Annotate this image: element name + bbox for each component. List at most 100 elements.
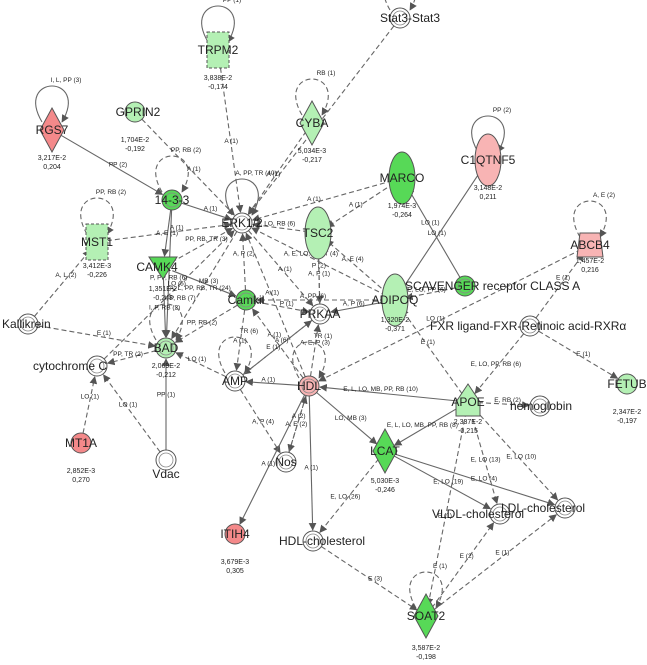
node-label-fetub: FETUB	[607, 377, 646, 391]
edge-label: A (1)	[267, 332, 281, 339]
edge-fxr-abcb4	[535, 253, 584, 319]
edge-label: A, P (2)	[233, 251, 255, 258]
node-foldchange: -0,212	[156, 372, 176, 379]
edge-adipoq-prkaa	[330, 301, 386, 315]
edge-kall-mst1	[34, 249, 91, 317]
edge-label: LO, MB (3)	[335, 415, 367, 422]
node-hdl-cholesterol[interactable]: HDL-cholesterol	[279, 530, 365, 552]
node-pvalue: 5,030E-3	[371, 478, 400, 485]
node-inner-ring	[301, 378, 317, 394]
edge-label: E (1)	[433, 563, 447, 570]
edge-label: MB (3)	[199, 278, 219, 285]
node-camkii[interactable]: Camkii	[228, 289, 265, 311]
node-hdl[interactable]: HDL	[297, 375, 321, 397]
edge-hdl-prkaa	[309, 324, 322, 377]
node-erk1-2[interactable]: ERK1/2	[221, 212, 263, 234]
node-stat3-stat3[interactable]: Stat3-Stat3	[380, 7, 440, 29]
edge-camk4-bad	[161, 276, 170, 338]
edge-label: A (1)	[349, 201, 363, 208]
node-ldl-cholesterol[interactable]: LDL-cholesterol	[501, 497, 585, 519]
node-tsc2[interactable]: TSC2	[303, 206, 334, 260]
edge-label: PP, RB (2)	[96, 189, 126, 196]
edge-c1qtnf5-self	[471, 115, 505, 153]
node-pvalue: 3,148E-2	[474, 185, 503, 192]
edge-label: A, P (6)	[343, 301, 365, 308]
edge-apoe-adipoq	[400, 308, 463, 395]
edge-label: A (1)	[261, 460, 275, 467]
edge-label: TR (6)	[240, 328, 258, 335]
node-14-3-3[interactable]: 14-3-3	[155, 189, 190, 211]
node-foldchange: -0,248	[153, 295, 173, 302]
node-inner-ring	[522, 318, 538, 334]
node-shape-c1qtnf5	[474, 133, 502, 187]
edge-1433-self	[155, 155, 189, 193]
node-prkaa[interactable]: PRKAA	[300, 303, 341, 325]
node-kallikrein[interactable]: Kallikrein	[2, 313, 51, 335]
edge-camkii-bad	[174, 304, 238, 343]
node-vldl-cholesterol[interactable]: VLDL-cholesterol	[432, 503, 524, 525]
node-label-gprin2: GPRIN2	[116, 105, 161, 119]
node-shape-trpm2	[206, 31, 230, 69]
edge-label: PP, RB (2)	[187, 319, 217, 326]
edge-hdl-amp	[245, 378, 300, 387]
node-shape-camk4	[148, 256, 178, 280]
node-scavenger-receptor-class-a[interactable]: SCAVENGER receptor CLASS A	[405, 275, 580, 297]
node-nos[interactable]: Nos	[275, 451, 297, 473]
edge-bad-cytc	[106, 349, 157, 366]
node-inner-ring	[278, 454, 294, 470]
node-amp[interactable]: AMP	[222, 370, 248, 392]
node-pvalue: 3,412E-3	[83, 263, 112, 270]
edge-amp-nos	[239, 389, 281, 454]
node-inner-ring	[227, 373, 243, 389]
node-hemoglobin[interactable]: hemoglobin	[510, 395, 572, 417]
node-fxr-ligand-fxr-retinoic-acid-rxr[interactable]: FXR ligand-FXR-Retinoic acid-RXRα	[430, 315, 626, 337]
node-inner-ring	[557, 500, 573, 516]
node-foldchange: 0,270	[72, 477, 90, 484]
node-label-itih4: ITIH4	[220, 527, 250, 541]
node-inner-ring	[158, 340, 174, 356]
node-inner-ring	[158, 452, 174, 468]
edge-erk12-self	[225, 178, 259, 216]
edge-marco-erk12	[251, 180, 393, 222]
edge-label: A, L (2)	[55, 272, 76, 279]
edge-label: E (1)	[495, 550, 509, 557]
node-label-tsc2: TSC2	[303, 226, 334, 240]
node-shape-fetub	[616, 373, 638, 395]
node-cytochrome-c[interactable]: cytochrome C	[33, 355, 108, 377]
node-label-adipoq: ADIPOQ	[372, 293, 419, 307]
node-foldchange: -0,215	[458, 428, 478, 435]
edge-label: LO (1)	[428, 230, 446, 237]
edge-hdl-hdlc	[308, 395, 317, 531]
node-foldchange: -0,226	[87, 272, 107, 279]
edge-lcat-ldl	[394, 453, 556, 507]
node-inner-ring	[305, 533, 321, 549]
edge-camkii-prkaa	[255, 301, 310, 315]
node-vdac[interactable]: Vdac	[152, 449, 180, 481]
node-foldchange: 0,211	[480, 194, 497, 201]
node-shape-itih4	[224, 523, 246, 545]
node-foldchange: 0,305	[226, 568, 244, 575]
edge-label: PP, RB (2)	[171, 147, 201, 154]
edge-label: A (1)	[204, 206, 218, 213]
node-inner-ring	[89, 358, 105, 374]
node-label-marco: MARCO	[380, 171, 425, 185]
node-shape-abcb4	[576, 232, 604, 258]
edge-label: A, E, P (3)	[300, 339, 330, 346]
